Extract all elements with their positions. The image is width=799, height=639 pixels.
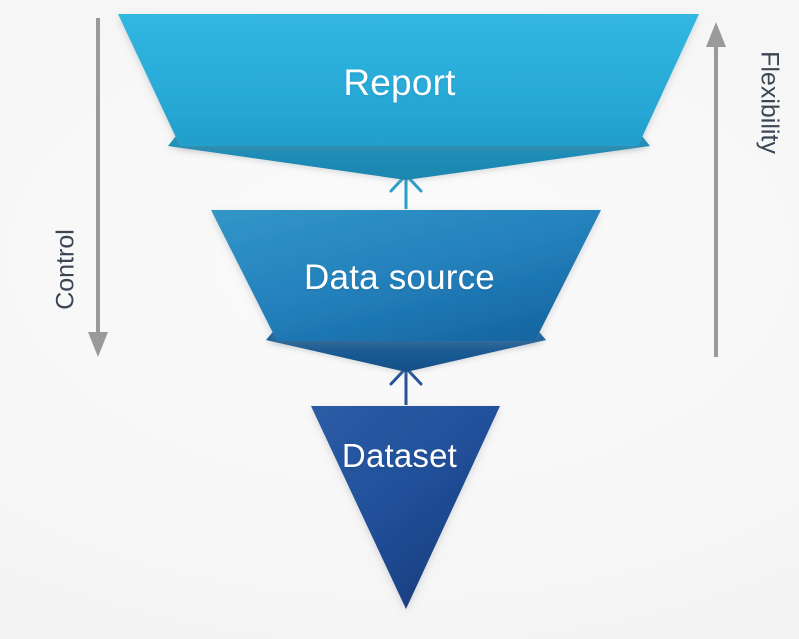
stage-label-dataset: Dataset bbox=[341, 437, 458, 474]
axis-control bbox=[88, 18, 108, 357]
data-source-trapezoid bbox=[211, 210, 601, 341]
axis-flexibility-arrowhead-icon bbox=[706, 22, 726, 47]
stage-shape-report[interactable] bbox=[118, 14, 699, 180]
connector-data-source-to-report bbox=[389, 173, 423, 209]
axis-label-flexibility: Flexibility bbox=[755, 51, 784, 154]
dataset-triangle bbox=[311, 406, 500, 609]
report-trapezoid bbox=[118, 14, 699, 146]
stage-shape-data-source[interactable] bbox=[211, 210, 601, 372]
stage-label-data-source: Data source bbox=[304, 258, 495, 297]
axis-label-control: Control bbox=[51, 229, 80, 310]
connector-dataset-to-data-source bbox=[389, 366, 423, 405]
stage-label-report: Report bbox=[343, 62, 456, 103]
axis-control-arrowhead-icon bbox=[88, 332, 108, 357]
stage-shape-dataset[interactable] bbox=[311, 406, 500, 609]
axis-flexibility bbox=[706, 22, 726, 357]
